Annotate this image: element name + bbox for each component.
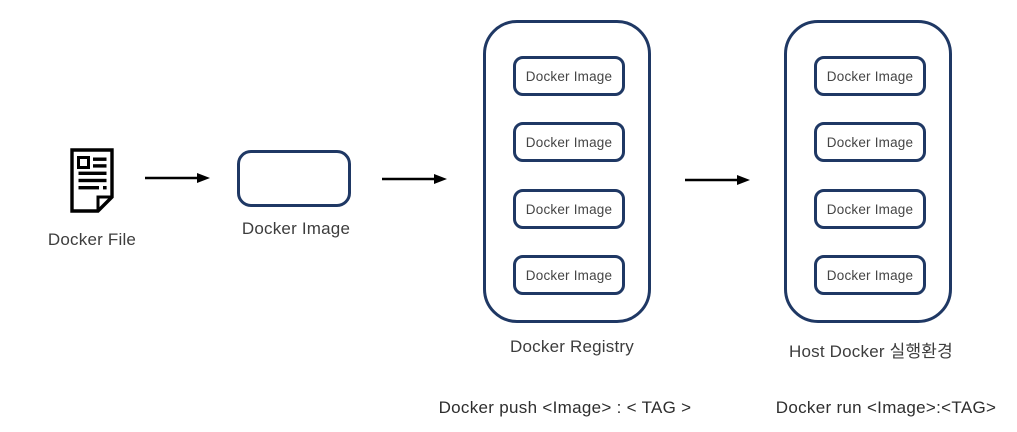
arrow-right-icon xyxy=(144,170,210,186)
docker-run-caption: Docker run <Image>:<TAG> xyxy=(775,398,997,417)
arrow-right-icon xyxy=(684,172,750,188)
docker-file-label: Docker File xyxy=(47,230,137,249)
docker-push-caption: Docker push <Image> : < TAG > xyxy=(438,398,692,417)
docker-registry-label: Docker Registry xyxy=(510,337,634,356)
host-docker-label: Host Docker 실행환경 xyxy=(788,342,953,361)
docker-image-label: Docker Image xyxy=(241,219,351,238)
host-docker-image-box: Docker Image xyxy=(814,255,926,295)
registry-docker-image-box: Docker Image xyxy=(513,122,625,162)
host-docker-image-box: Docker Image xyxy=(814,189,926,229)
registry-docker-image-box: Docker Image xyxy=(513,56,625,96)
registry-docker-image-box: Docker Image xyxy=(513,255,625,295)
docker-registry-container: Docker Image Docker Image Docker Image D… xyxy=(483,20,651,323)
document-file-icon xyxy=(66,147,118,217)
docker-image-box xyxy=(237,150,351,207)
host-docker-container: Docker Image Docker Image Docker Image D… xyxy=(784,20,952,323)
host-docker-image-box: Docker Image xyxy=(814,122,926,162)
arrow-right-icon xyxy=(381,171,447,187)
registry-docker-image-box: Docker Image xyxy=(513,189,625,229)
host-docker-image-box: Docker Image xyxy=(814,56,926,96)
